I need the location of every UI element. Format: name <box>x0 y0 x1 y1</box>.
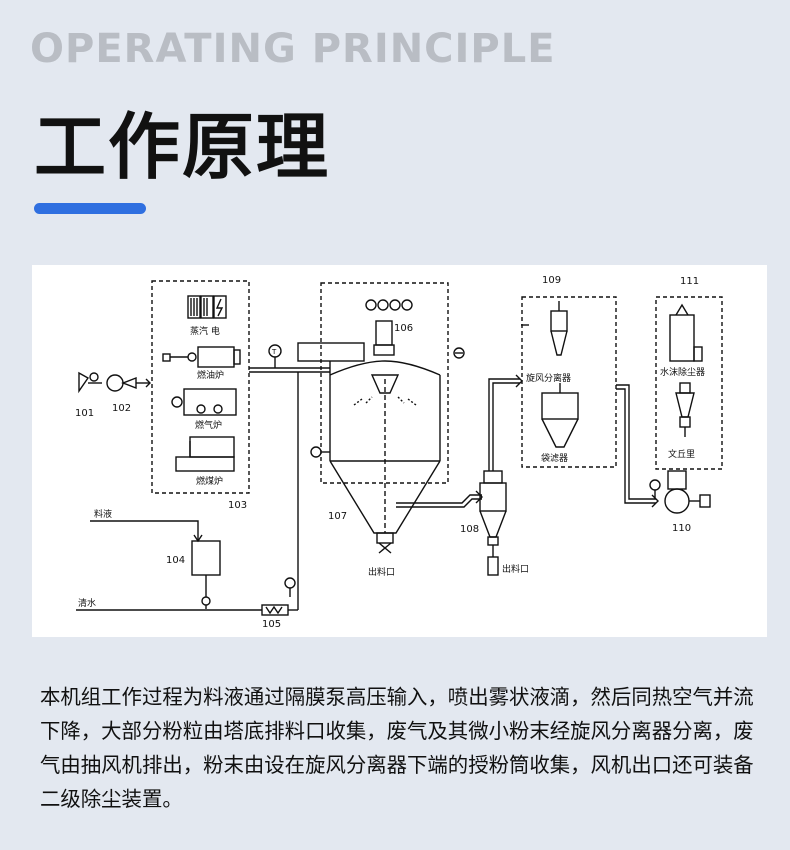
tower-gauge-icon <box>310 446 322 458</box>
air-distributor <box>297 342 365 362</box>
pressure-gauge-icon <box>453 347 465 359</box>
label-outlet-cyclone: 出料口 <box>502 563 529 575</box>
label-110: 110 <box>672 523 691 534</box>
feed-liquid-line <box>90 520 199 541</box>
label-venturi: 文丘里 <box>668 448 695 460</box>
label-105: 105 <box>262 619 281 630</box>
page-title: 工作原理 <box>34 105 331 189</box>
coal-furnace-icon <box>175 436 235 472</box>
label-coal-furnace: 燃煤炉 <box>196 475 223 487</box>
venturi-icon <box>675 382 695 437</box>
feed-tank-104 <box>191 540 221 609</box>
label-oil-furnace: 燃油炉 <box>197 369 224 381</box>
description-text: 本机组工作过程为料液通过隔膜泵高压输入，喷出雾状液滴，然后同热空气并流下降，大部… <box>40 685 754 811</box>
tower-to-cyclone-duct <box>396 494 482 504</box>
label-101: 101 <box>75 408 94 419</box>
accent-bar <box>34 203 146 214</box>
atomizer-box <box>320 282 449 484</box>
label-clean-water: 清水 <box>78 597 96 609</box>
cyclone-separator-icon <box>521 301 568 356</box>
label-outlet-tower: 出料口 <box>368 566 395 578</box>
label-106: 106 <box>394 323 413 334</box>
drying-tower <box>329 360 441 554</box>
gauge-t-mark: T <box>271 348 277 356</box>
label-steam-electric: 蒸汽 电 <box>190 325 220 337</box>
water-dust-remover-icon <box>669 303 703 362</box>
label-gas-furnace: 燃气炉 <box>195 419 222 431</box>
label-feed-liquid: 料液 <box>94 508 112 520</box>
label-water-dust-remover: 水沫除尘器 <box>660 366 705 378</box>
label-107: 107 <box>328 511 347 522</box>
subtitle-en: OPERATING PRINCIPLE <box>30 26 556 72</box>
process-diagram-svg: 蒸汽 电 燃油炉 燃气炉 燃煤炉 103 101 102 T <box>75 275 723 630</box>
label-104: 104 <box>166 555 185 566</box>
label-108: 108 <box>460 524 479 535</box>
cyclone-108 <box>479 470 507 576</box>
oil-furnace-icon <box>162 346 241 368</box>
atomizer-106-icon <box>365 299 413 356</box>
gas-furnace-icon <box>171 388 237 416</box>
air-filter-icon <box>78 371 102 394</box>
steam-electric-icon <box>187 295 227 319</box>
label-103: 103 <box>228 500 247 511</box>
bag-filter-icon <box>541 383 579 448</box>
label-109: 109 <box>542 275 561 286</box>
separator-to-fan-duct <box>616 384 656 500</box>
label-102: 102 <box>112 403 131 414</box>
filter-105-icon <box>261 604 298 616</box>
heat-source-box <box>151 280 250 494</box>
exhaust-fan-110-icon <box>649 470 711 514</box>
label-cyclone-separator: 旋风分离器 <box>526 372 571 384</box>
separator-box <box>521 296 617 468</box>
label-111: 111 <box>680 276 699 287</box>
process-diagram: 蒸汽 电 燃油炉 燃气炉 燃煤炉 103 101 102 T <box>32 265 767 637</box>
label-bag-filter: 袋滤器 <box>541 452 568 464</box>
cyclone-to-separator-duct <box>488 378 520 471</box>
blower-102-icon <box>89 372 151 392</box>
